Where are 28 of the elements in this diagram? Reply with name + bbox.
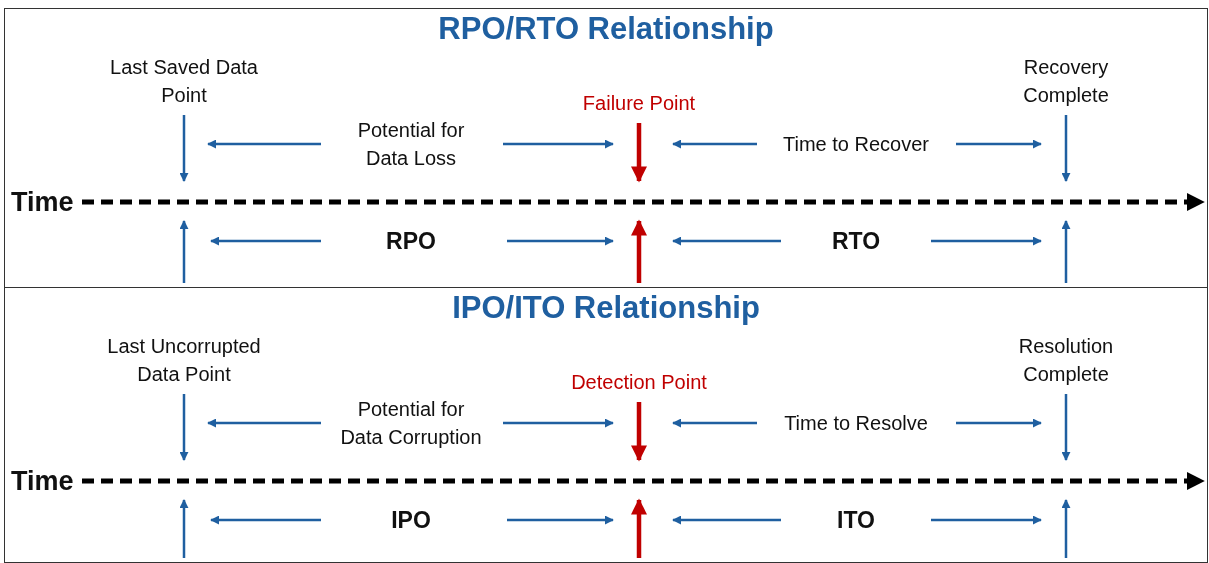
- arrow: [179, 115, 189, 182]
- panel-title: IPO/ITO Relationship: [451, 290, 761, 326]
- interval-label: RTO: [830, 227, 882, 255]
- axis-label: Time: [11, 186, 74, 218]
- interval-label: ITO: [836, 506, 876, 534]
- timeline-panel: [4, 287, 1208, 563]
- event-label: Resolution Complete: [991, 332, 1141, 388]
- interval-description: Potential for Data Loss: [356, 118, 466, 171]
- interval-description: Potential for Data Corruption: [339, 397, 483, 450]
- arrow: [179, 394, 189, 461]
- interval-description: Time to Recover: [782, 132, 930, 157]
- arrow: [1061, 394, 1071, 461]
- event-label: Recovery Complete: [991, 53, 1141, 109]
- interval-label: IPO: [390, 506, 432, 534]
- axis-label: Time: [11, 465, 74, 497]
- timeline-panel: [4, 8, 1208, 288]
- time-axis-arrow: [82, 472, 1205, 490]
- interval-label: RPO: [385, 227, 437, 255]
- event-label: Failure Point: [529, 89, 749, 117]
- event-label: Detection Point: [529, 368, 749, 396]
- arrow: [1061, 115, 1071, 182]
- time-axis-arrow: [82, 193, 1205, 211]
- panel-title: RPO/RTO Relationship: [437, 11, 775, 47]
- arrow: [630, 123, 648, 183]
- interval-description: Time to Resolve: [783, 411, 929, 436]
- event-label: Last Uncorrupted Data Point: [86, 332, 282, 388]
- arrow: [630, 402, 648, 462]
- event-label: Last Saved Data Point: [96, 53, 272, 109]
